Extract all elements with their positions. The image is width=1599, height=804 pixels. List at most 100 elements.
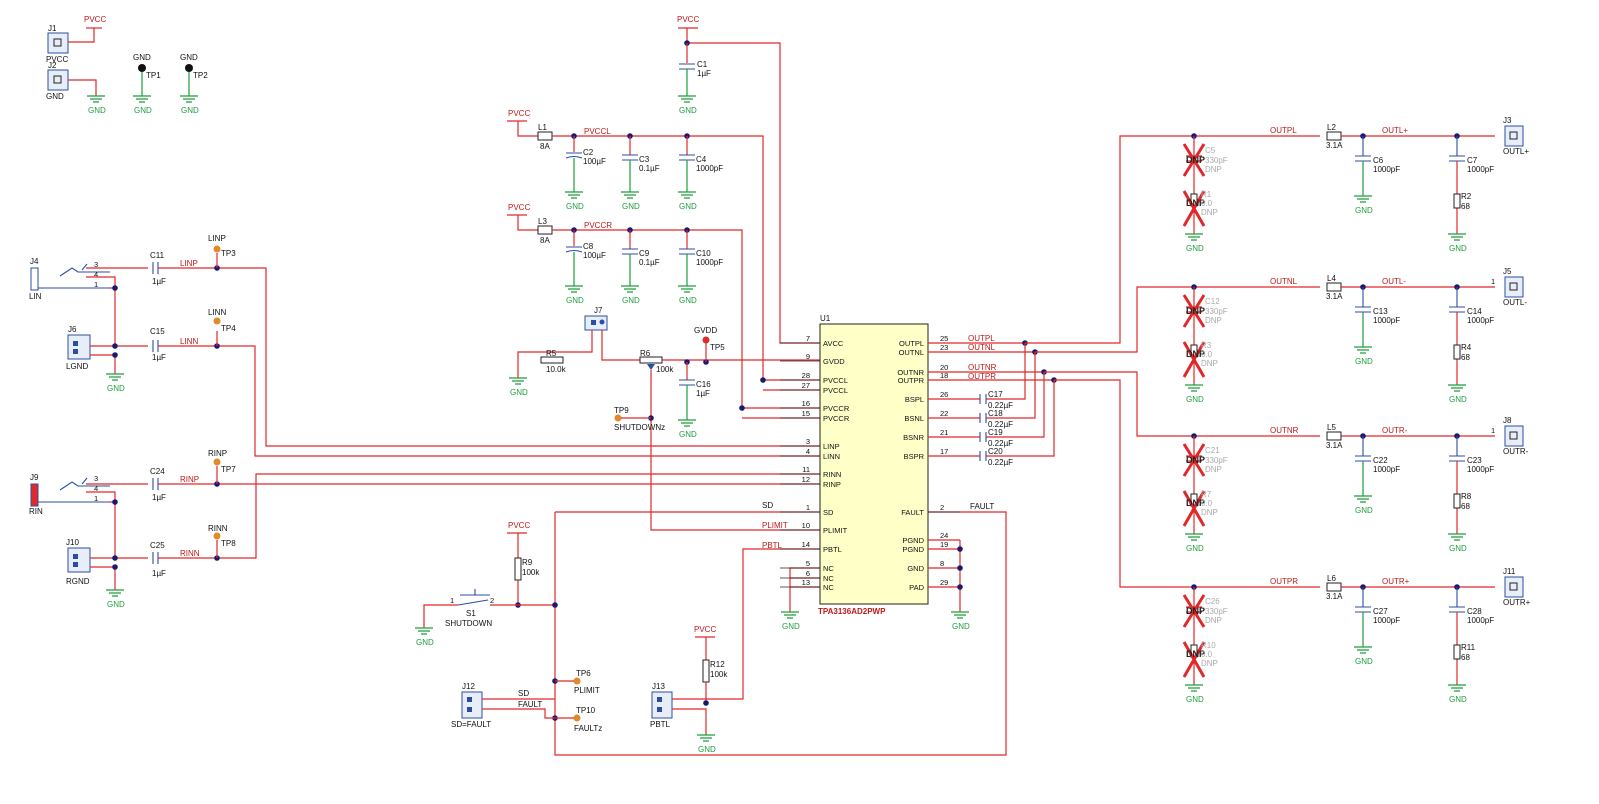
ic-pin-number: 20 xyxy=(940,363,948,372)
svg-text:J9: J9 xyxy=(30,473,39,482)
ic-pin-name: BSPR xyxy=(904,452,925,461)
res-ref: R4 xyxy=(1461,343,1472,352)
ic-left-pins: 7AVCC9GVDD28PVCCL27PVCCL16PVCCR15PVCCR3L… xyxy=(780,334,850,592)
ic-pin-name: BSNL xyxy=(904,414,924,423)
svg-text:0.22µF: 0.22µF xyxy=(988,458,1013,467)
ground-icon: GND xyxy=(1448,233,1467,253)
connector-pin: 1 xyxy=(1491,426,1495,435)
ground-icon: GND xyxy=(1354,646,1373,666)
dnp-res-ref: R3 xyxy=(1201,341,1212,350)
svg-text:TP2: TP2 xyxy=(193,71,208,80)
svg-text:PVCC: PVCC xyxy=(508,521,530,530)
ground-icon: GND xyxy=(1185,384,1204,404)
dnp-mark: DNP xyxy=(1186,455,1205,465)
dnp-mark-grey: DNP xyxy=(1205,316,1222,325)
svg-text:U1: U1 xyxy=(820,314,831,323)
ic-pin-name: RINP xyxy=(823,480,841,489)
svg-text:LINP: LINP xyxy=(180,259,198,268)
dnp-cap-ref: C26 xyxy=(1205,597,1220,606)
svg-text:LGND: LGND xyxy=(66,362,88,371)
ground-icon: GND xyxy=(106,373,125,393)
ground-label: GND xyxy=(622,202,640,211)
ic-pin-number: 4 xyxy=(806,447,810,456)
svg-text:PVCC: PVCC xyxy=(677,15,699,24)
svg-text:J2: J2 xyxy=(48,61,57,70)
ground-icon: GND xyxy=(415,627,434,647)
ic-pin-number: 12 xyxy=(802,475,810,484)
ic-pin-number: 28 xyxy=(802,371,810,380)
ic-u1: U1 TPA3136AD2PWP 7AVCC9GVDD28PVCCL27PVCC… xyxy=(780,314,960,616)
cap-ref: C6 xyxy=(1373,156,1384,165)
ic-pin-name: AVCC xyxy=(823,339,844,348)
connector-pad xyxy=(1509,582,1518,591)
cap-ref: C28 xyxy=(1467,607,1482,616)
ground-label: GND xyxy=(782,622,800,631)
ground-label: GND xyxy=(134,106,152,115)
res-value: 68 xyxy=(1461,353,1470,362)
ic-pin-number: 9 xyxy=(806,352,810,361)
ic-pin-name: OUTNL xyxy=(899,348,924,357)
svg-text:TP4: TP4 xyxy=(221,324,236,333)
dnp-mark: DNP xyxy=(1186,649,1205,659)
capacitor xyxy=(1449,436,1465,462)
svg-text:1: 1 xyxy=(94,494,98,503)
dnp-mark-grey: DNP xyxy=(1205,616,1222,625)
inductor-ref: L2 xyxy=(1327,123,1336,132)
dnp-mark: DNP xyxy=(1186,606,1205,616)
ic-pin-number: 18 xyxy=(940,371,948,380)
cap-ref: C27 xyxy=(1373,607,1388,616)
ground-label: GND xyxy=(107,384,125,393)
dnp-mark: DNP xyxy=(1186,306,1205,316)
res-value: 68 xyxy=(1461,653,1470,662)
dnp-mark-grey: DNP xyxy=(1201,508,1218,517)
svg-text:R9: R9 xyxy=(522,558,533,567)
capacitor xyxy=(1355,587,1371,613)
ground-label: GND xyxy=(1186,395,1204,404)
svg-text:C25: C25 xyxy=(150,541,165,550)
inductor xyxy=(1326,282,1342,292)
svg-text:3: 3 xyxy=(94,260,98,269)
svg-text:TP10: TP10 xyxy=(576,706,596,715)
ground-icon: GND xyxy=(678,285,697,305)
svg-text:PLIMIT: PLIMIT xyxy=(574,686,600,695)
dnp-mark-grey: DNP xyxy=(1201,659,1218,668)
connector-ref: J5 xyxy=(1503,267,1512,276)
ic-pin-name: LINN xyxy=(823,452,840,461)
avcc-supply: PVCC C1 1µF xyxy=(677,15,820,344)
resistor xyxy=(1453,193,1461,209)
output-connector xyxy=(1504,425,1524,447)
ground-icon: GND xyxy=(1185,533,1204,553)
dnp-cap-value: 330pF xyxy=(1205,156,1228,165)
svg-text:L1: L1 xyxy=(538,123,547,132)
svg-text:100µF: 100µF xyxy=(583,251,606,260)
dnp-cross-icon xyxy=(1182,594,1206,628)
svg-text:FAULT: FAULT xyxy=(970,502,994,511)
ground-icon: GND xyxy=(1448,533,1467,553)
inductor-ref: L6 xyxy=(1327,574,1336,583)
svg-text:1µF: 1µF xyxy=(697,69,711,78)
ic-pin-number: 25 xyxy=(940,334,948,343)
ic-pin-name: NC xyxy=(823,564,834,573)
svg-text:4: 4 xyxy=(94,270,98,279)
connector-pad xyxy=(1509,131,1518,140)
ground-label: GND xyxy=(679,106,697,115)
svg-text:TP9: TP9 xyxy=(614,406,629,415)
connector-label: OUTR+ xyxy=(1503,598,1531,607)
ground-icon: GND xyxy=(1354,346,1373,366)
svg-text:C20: C20 xyxy=(988,447,1003,456)
inductor xyxy=(1326,131,1342,141)
ic-pin-name: RINN xyxy=(823,470,841,479)
cap-value: 1000pF xyxy=(1373,616,1400,625)
svg-text:R6: R6 xyxy=(640,349,651,358)
svg-text:0.22µF: 0.22µF xyxy=(988,420,1013,429)
svg-text:S1: S1 xyxy=(466,609,476,618)
svg-text:J6: J6 xyxy=(68,325,77,334)
net-label: OUTPR xyxy=(1270,577,1298,586)
ground-label: GND xyxy=(1186,544,1204,553)
ground-icon: GND xyxy=(133,95,152,115)
ic-pin-number: 8 xyxy=(940,559,944,568)
svg-text:GVDD: GVDD xyxy=(694,326,717,335)
connector-ref: J3 xyxy=(1503,116,1512,125)
svg-text:PVCC: PVCC xyxy=(694,625,716,634)
